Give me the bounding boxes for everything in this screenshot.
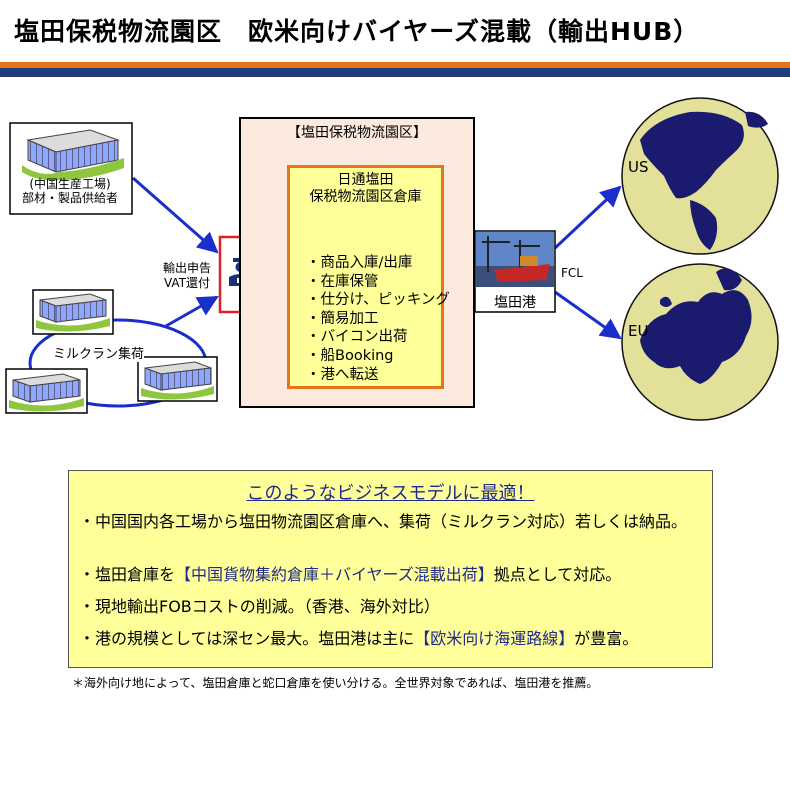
customs-label: 輸出申告 VAT還付 [163,261,211,291]
arrow-port-to-us [553,185,622,250]
service-item: ・商品入庫/出庫 [306,255,413,271]
customs-label-line1: 輸出申告 [163,261,212,275]
warehouse-title-line1: 日通塩田 [337,172,394,188]
service-item: ・船Booking [306,347,394,364]
arrow-factory-to-customs [132,176,219,254]
eu-globe-icon [621,263,779,421]
us-label: US [628,158,649,176]
footnote: ＊海外向け地によって、塩田倉庫と蛇口倉庫を使い分ける。全世界対象であれば、塩田港… [72,676,599,690]
business-model-heading: このようなビジネスモデルに最適！ [246,483,535,504]
service-item: ・港へ転送 [306,366,379,383]
arrow-milkrun-to-customs [165,295,219,328]
header-orange-rule [0,62,790,68]
milkrun-factory-2-icon [9,373,84,412]
bullet-1: ・中国国内各工場から塩田物流園区倉庫へ、集荷（ミルクラン対応）若しくは納品。 [79,512,688,531]
business-model-box: このようなビジネスモデルに最適！ ・中国国内各工場から塩田物流園区倉庫へ、集荷（… [68,470,713,668]
warehouse-box: 日通塩田 保税物流園区倉庫 ・商品入庫/出庫 ・在庫保管 ・仕分け、ピッキング … [287,165,450,389]
bonded-zone-title: 【塩田保税物流園区】 [287,125,427,141]
port-photo [476,232,554,287]
service-item: ・簡易加工 [306,310,379,327]
bullet-4: ・港の規模としては深セン最大。塩田港は主に【欧米向け海運路線】が豊富。 [79,628,704,650]
milkrun-label: ミルクラン集荷 [53,343,145,362]
port-label: 塩田港 [494,295,536,311]
warehouse-title-line2: 保税物流園区倉庫 [309,189,422,205]
flow-diagram [5,97,779,421]
bullet-2-highlight: 【中国貨物集約倉庫＋バイヤーズ混載出荷】 [175,565,494,584]
bullet-4-highlight: 【欧米向け海運路線】 [414,629,575,648]
header-blue-rule [0,68,790,77]
us-globe-icon [621,97,779,255]
factory-label-line1: (中国生産工場) [29,177,111,191]
factory-label: (中国生産工場) 部材・製品供給者 [10,177,130,205]
bullet-2-post: 拠点として対応。 [493,565,622,584]
customs-label-line2: VAT還付 [163,276,211,290]
warehouse-service-list: ・商品入庫/出庫 ・在庫保管 ・仕分け、ピッキング ・簡易加工 ・バイコン出荷 … [306,254,450,384]
factory-building-icon [22,129,124,181]
milkrun-factory-1-icon [36,293,110,332]
service-item: ・仕分け、ピッキング [306,292,450,309]
bullet-3: ・現地輸出FOBコストの削減。（香港、海外対比） [79,597,440,616]
bullet-4-pre: ・港の規模としては深セン最大。塩田港は主に [79,629,415,648]
bullet-2-pre: ・塩田倉庫を [79,565,176,584]
eu-label: EU [628,322,649,340]
service-item: ・バイコン出荷 [306,329,408,346]
page-title: 塩田保税物流園区 欧米向けバイヤーズ混載（輸出HUB） [14,17,700,46]
bullet-4-post: が豊富。 [574,629,639,648]
warehouse-title: 日通塩田 保税物流園区倉庫 [290,172,441,206]
fcl-label: FCL [561,266,583,280]
factory-label-line2: 部材・製品供給者 [21,191,118,205]
bullet-2: ・塩田倉庫を【中国貨物集約倉庫＋バイヤーズ混載出荷】拠点として対応。 [79,564,704,586]
milkrun-factory-3-icon [141,361,214,400]
service-item: ・在庫保管 [306,273,379,290]
arrow-port-to-eu [554,290,622,340]
